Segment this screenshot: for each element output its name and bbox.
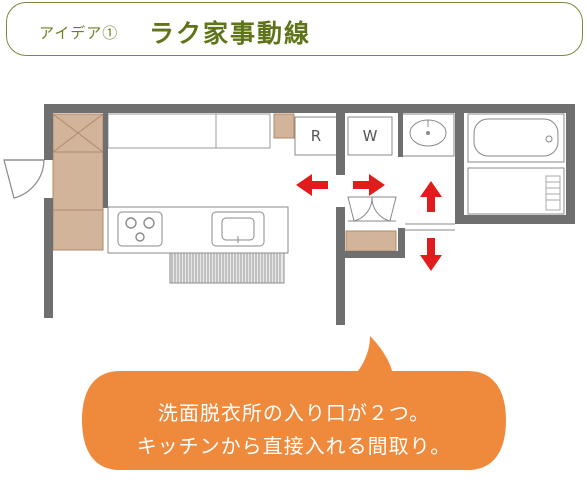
fridge-label: R [311, 127, 321, 145]
washbasin [401, 113, 455, 157]
title-main: ラク家事動線 [149, 19, 312, 48]
flow-arrows [296, 174, 442, 271]
walls [44, 104, 575, 325]
title-box: アイデア① ラク家事動線 [6, 2, 583, 56]
arrow-right [353, 174, 385, 196]
kitchen-mat [169, 252, 285, 284]
bathtub [467, 113, 565, 163]
stove [117, 211, 163, 247]
title-prefix: アイデア① [39, 24, 119, 42]
storage-laundry [345, 230, 397, 252]
speech-bubble [82, 336, 506, 470]
door-opening [400, 160, 402, 196]
washer [347, 116, 393, 156]
entry-door [3, 159, 45, 199]
kitchen-upper-counter [107, 113, 295, 149]
callout-line-2: キッチンから直接入れる間取り。 [136, 434, 452, 458]
washer-label: W [363, 127, 378, 145]
arrow-down [420, 238, 442, 271]
arrow-up [420, 181, 442, 212]
shower-area [467, 167, 565, 215]
bath-door [405, 223, 455, 231]
kitchen-sink [211, 211, 265, 247]
fridge [294, 116, 338, 156]
arrow-left [296, 174, 328, 196]
floor-plan: R W [3, 104, 575, 325]
storage-left [52, 113, 104, 251]
laundry-double-door [347, 196, 397, 222]
callout-line-1: 洗面脱衣所の入り口が２つ。 [157, 401, 431, 425]
